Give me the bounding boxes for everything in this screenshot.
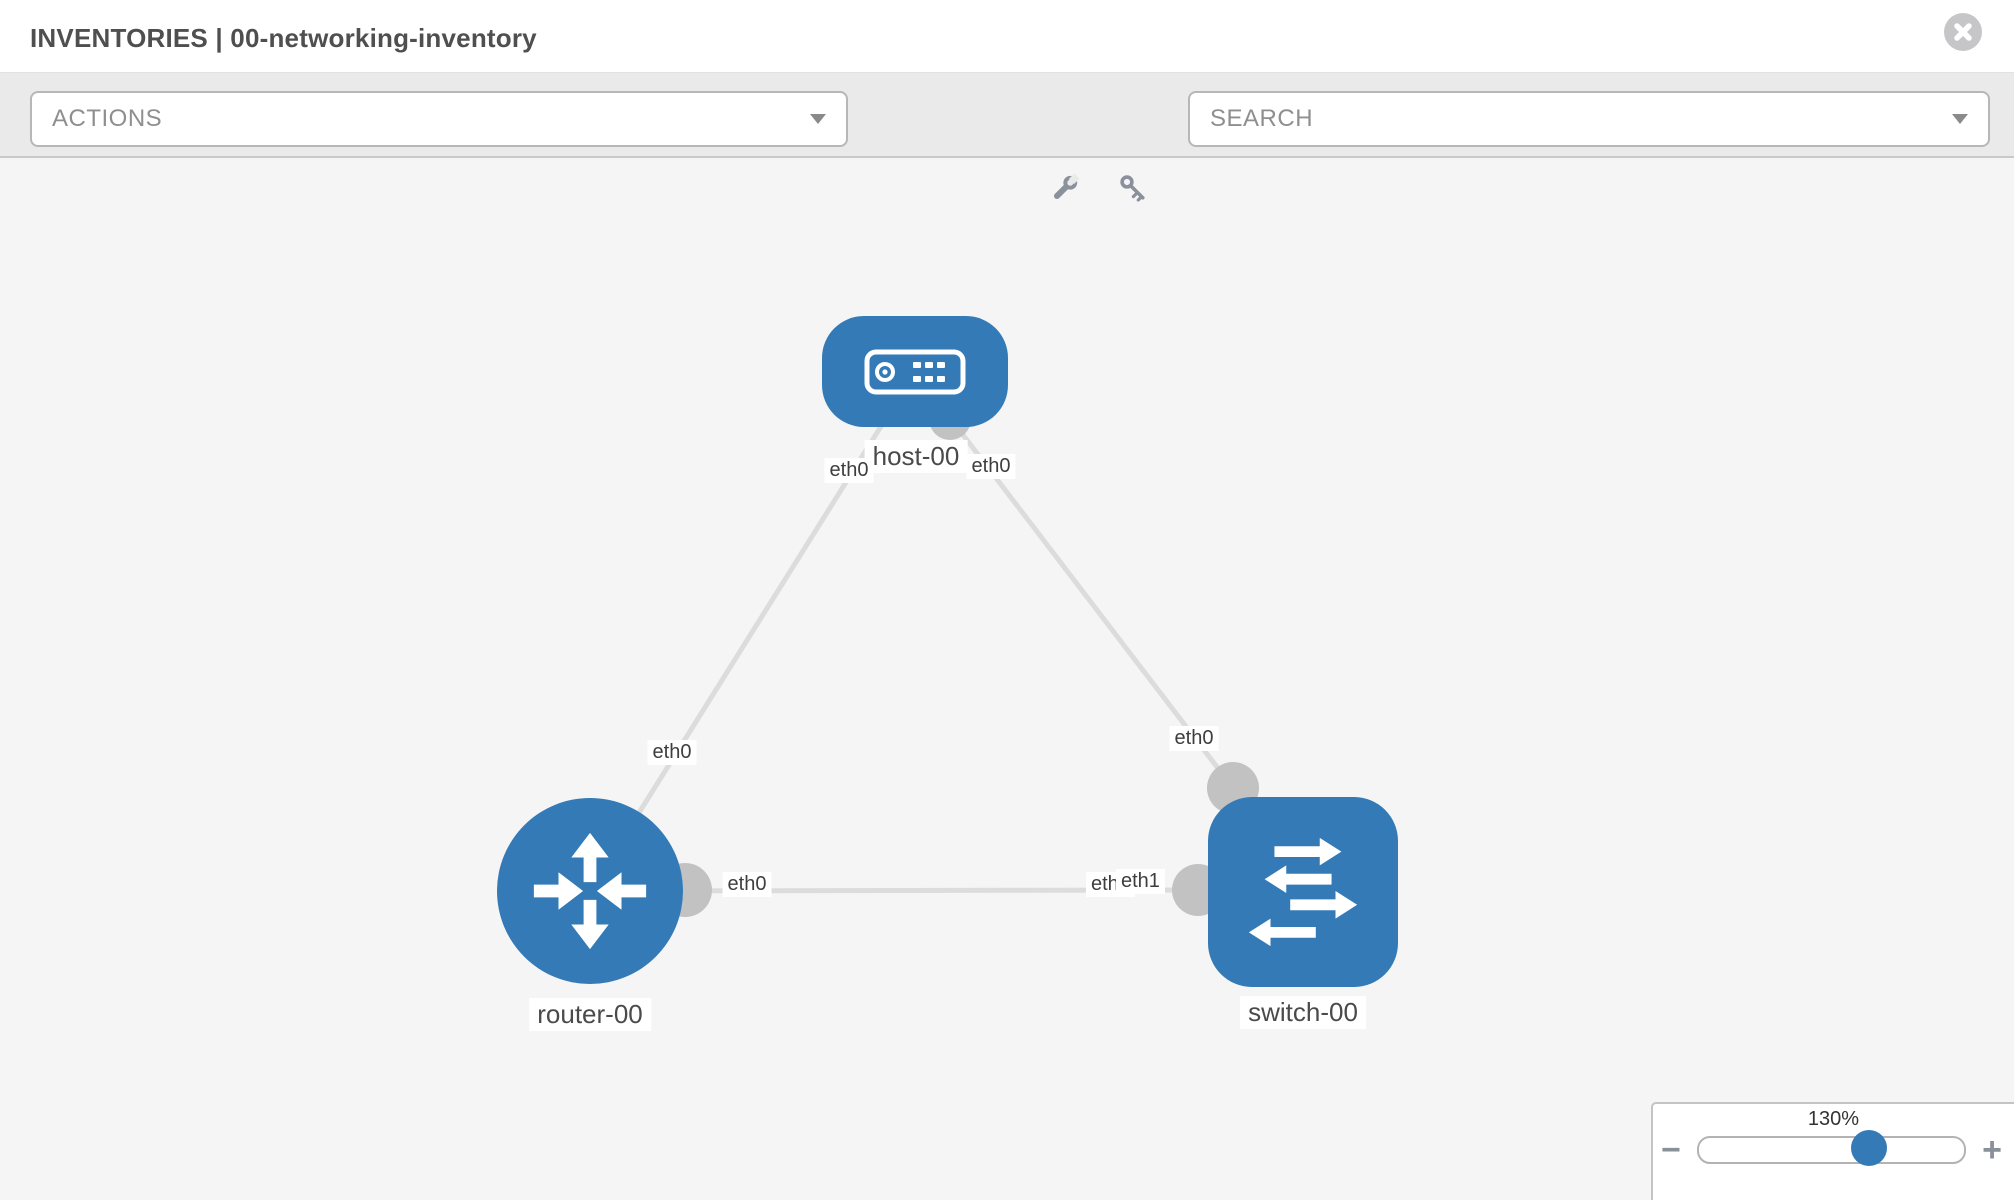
page-title: INVENTORIES | 00-networking-inventory [30,23,537,53]
interface-label-router-eth0-right: eth0 [722,872,772,897]
zoom-panel: 130% − + [1651,1102,2014,1200]
router-icon [533,832,647,950]
interface-label-switch-eth1: eth1 [1116,869,1165,894]
zoom-out-button[interactable]: − [1661,1131,1681,1169]
wrench-icon [1053,173,1080,200]
interface-label-router-eth0-top: eth0 [647,740,697,765]
wrench-tool-button[interactable] [1047,170,1083,206]
toolbar: ACTIONS SEARCH [0,73,2014,202]
host-icon [864,349,966,394]
zoom-in-button[interactable]: + [1982,1131,2002,1169]
interface-label-host-eth0-left: eth0 [824,458,874,483]
node-host-00[interactable] [822,316,1008,427]
interface-label-switch-eth0-top: eth0 [1169,726,1219,751]
zoom-slider[interactable] [1696,1130,1967,1166]
link-host-switch[interactable] [913,370,1235,790]
key-tool-button[interactable] [1115,170,1151,206]
zoom-slider-thumb[interactable] [1850,1130,1887,1166]
node-router-00[interactable] [497,798,683,984]
close-icon [1954,23,1972,41]
node-label-host-00[interactable]: host-00 [864,440,968,473]
interface-label-host-eth0-right: eth0 [966,454,1016,479]
topology-canvas[interactable] [0,158,2014,1200]
actions-dropdown[interactable]: ACTIONS [30,91,848,147]
node-label-router-00[interactable]: router-00 [529,998,651,1031]
node-label-switch-00[interactable]: switch-00 [1240,996,1366,1029]
actions-dropdown-label: ACTIONS [52,105,163,132]
close-button[interactable] [1944,13,1982,51]
chevron-down-icon [1952,114,1968,124]
zoom-level-readout: 130% [1807,1108,1860,1130]
switch-icon [1248,837,1358,947]
search-dropdown-label: SEARCH [1210,105,1314,132]
search-dropdown[interactable]: SEARCH [1188,91,1990,147]
node-switch-00[interactable] [1208,797,1398,987]
header-bar: INVENTORIES | 00-networking-inventory [0,0,2014,73]
chevron-down-icon [810,114,826,124]
key-icon [1120,175,1145,202]
